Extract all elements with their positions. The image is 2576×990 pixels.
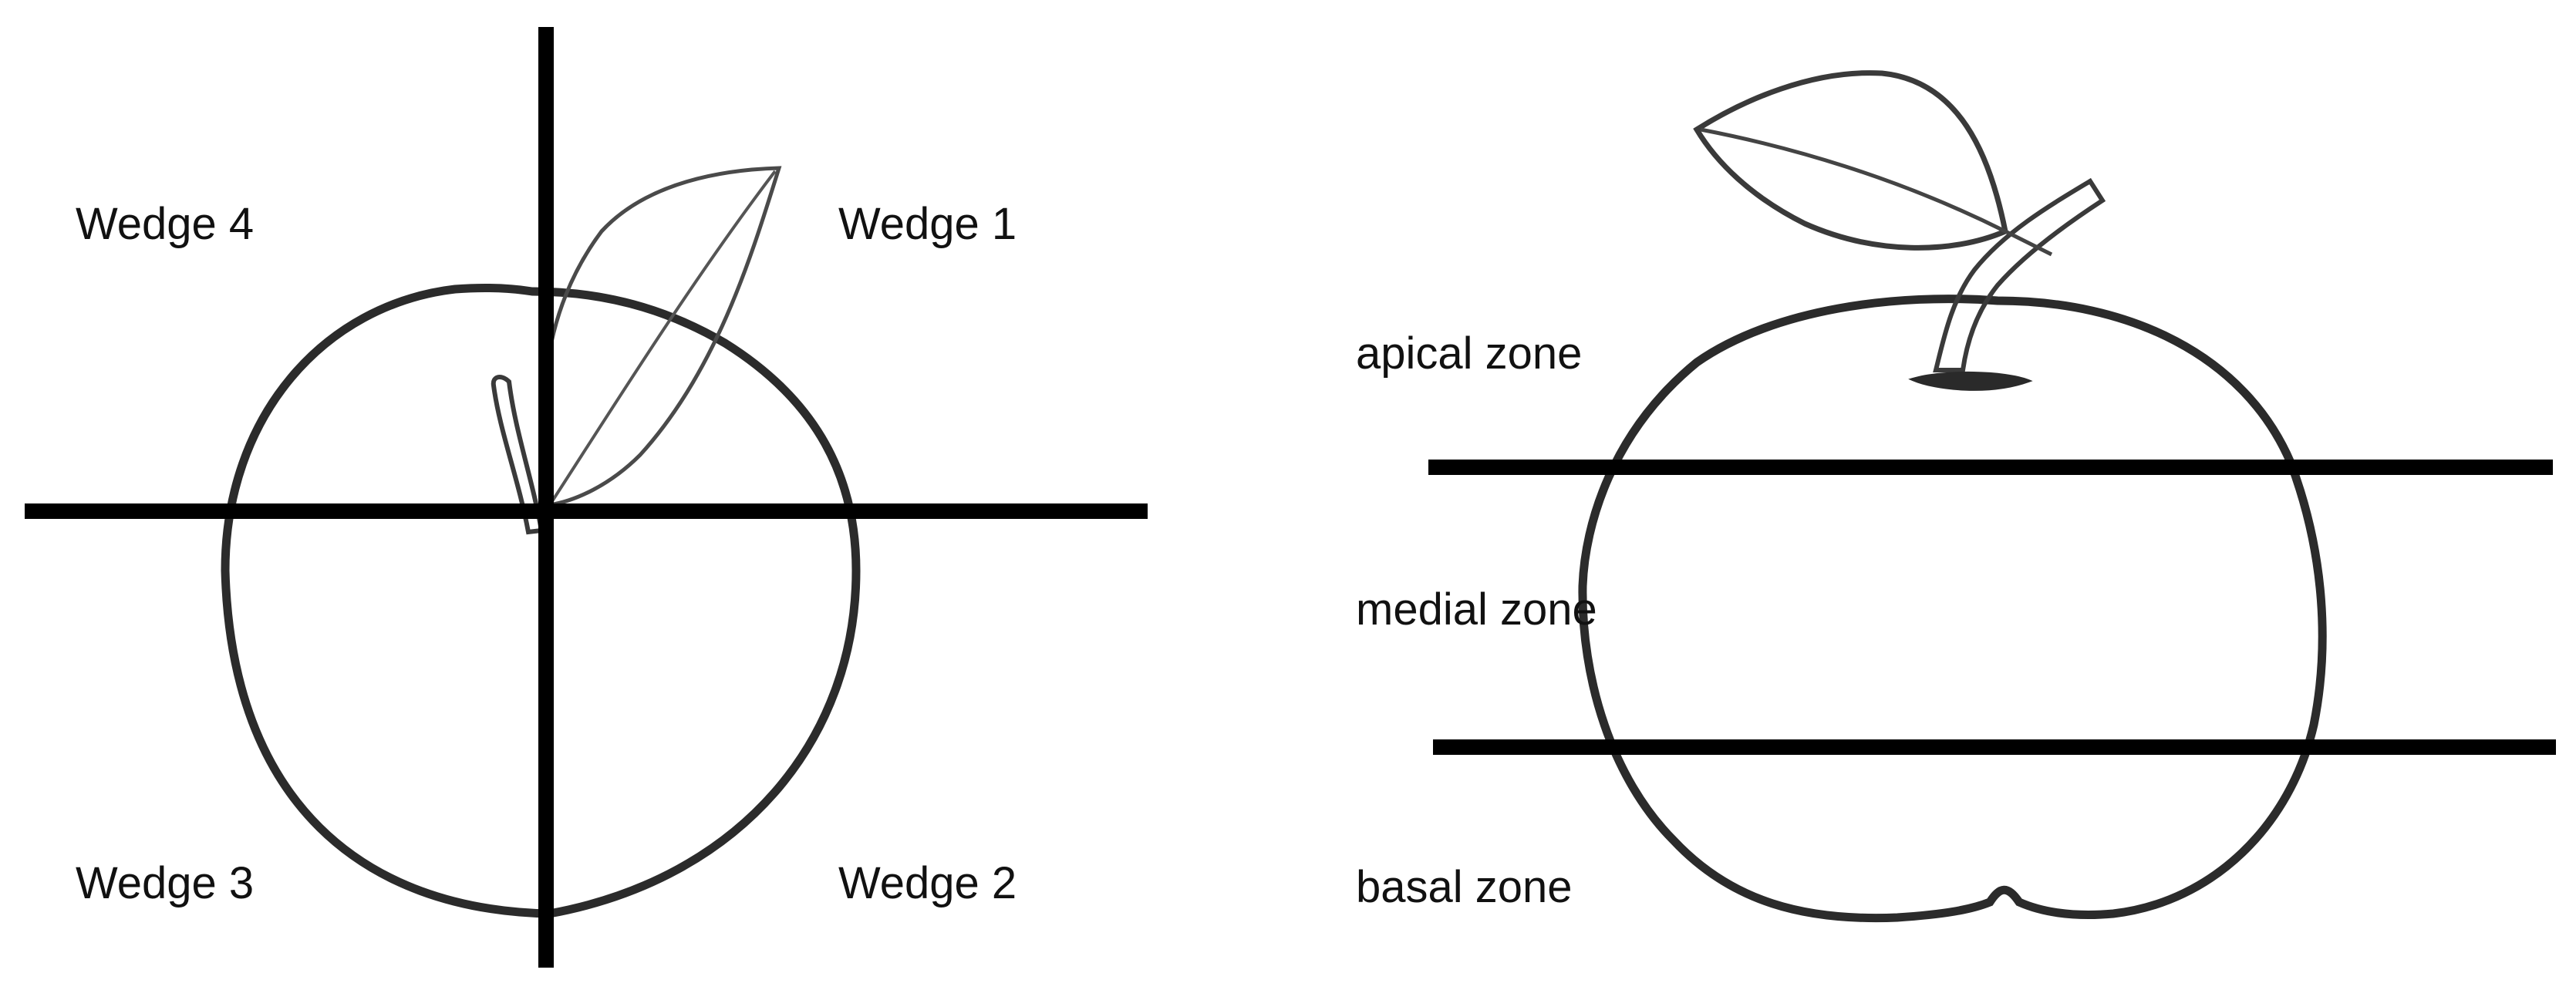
- leaf-midrib: [551, 170, 777, 503]
- leaf-midrib: [1700, 127, 2053, 257]
- wedge-diagram-drawing: [25, 27, 1148, 968]
- stem-cavity: [1908, 371, 2033, 391]
- basal-zone-label: basal zone: [1356, 862, 1573, 912]
- zone-diagram-drawing: [1428, 70, 2556, 923]
- apple-leaf: [541, 166, 782, 507]
- apple-outline: [1578, 295, 2327, 923]
- apple-stem: [1933, 177, 2106, 372]
- wedge-diagram-panel: Wedge 4 Wedge 1 Wedge 3 Wedge 2: [0, 0, 1172, 990]
- wedge-3-label: Wedge 3: [76, 858, 255, 908]
- apical-zone-label: apical zone: [1356, 328, 1583, 379]
- zone-diagram-panel: apical zone medial zone basal zone: [1311, 0, 2576, 990]
- medial-zone-label: medial zone: [1356, 584, 1597, 635]
- apple-stem: [491, 375, 545, 535]
- wedge-4-label: Wedge 4: [76, 199, 255, 249]
- apple-leaf: [1693, 70, 2008, 251]
- wedge-2-label: Wedge 2: [838, 858, 1017, 908]
- wedge-1-label: Wedge 1: [838, 199, 1017, 249]
